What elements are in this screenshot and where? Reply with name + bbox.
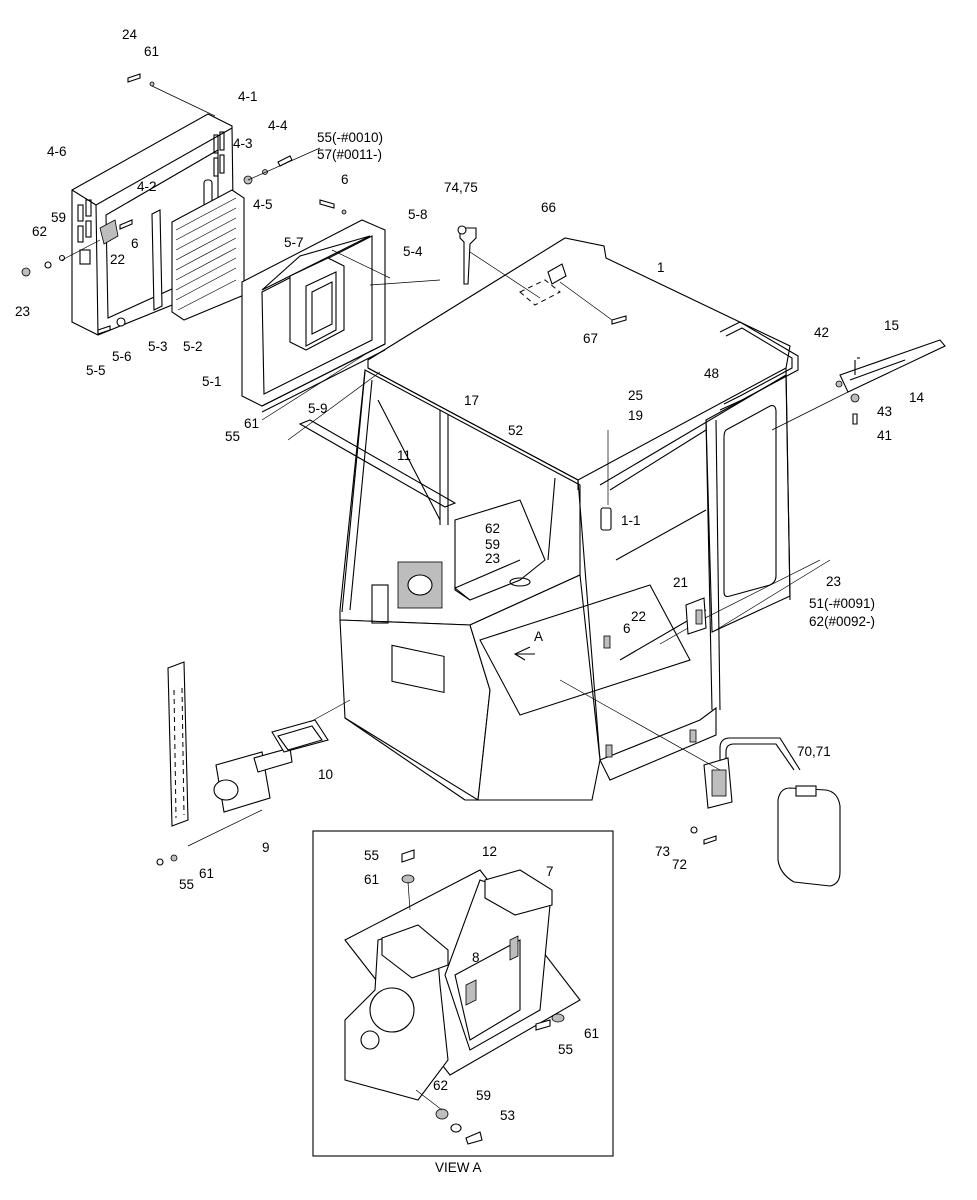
callout-22b: 22 bbox=[631, 609, 646, 624]
callout-42: 42 bbox=[814, 325, 829, 340]
callout-12: 12 bbox=[482, 844, 497, 859]
callout-9: 9 bbox=[262, 840, 270, 855]
door-window bbox=[723, 405, 777, 598]
leader-lines bbox=[61, 85, 849, 847]
callout-55b: 55 bbox=[179, 877, 194, 892]
callout-23: 23 bbox=[15, 304, 30, 319]
wiper-motor bbox=[213, 779, 239, 801]
callout-62-serial: 62(#0092-) bbox=[809, 614, 875, 629]
callout-6c: 6 bbox=[623, 621, 631, 636]
view-a-outline bbox=[479, 584, 691, 716]
callout-59c: 59 bbox=[476, 1088, 491, 1103]
wiper-rail bbox=[167, 661, 189, 827]
callout-7: 7 bbox=[546, 864, 554, 879]
callout-24: 24 bbox=[122, 27, 138, 42]
filter-cover-assembly bbox=[21, 73, 386, 413]
filter-bar bbox=[151, 209, 163, 311]
callout-73: 73 bbox=[655, 844, 670, 859]
callout-52: 52 bbox=[508, 423, 523, 438]
callout-5-4: 5-4 bbox=[403, 244, 423, 259]
callout-62: 62 bbox=[32, 224, 47, 239]
callout-21: 21 bbox=[673, 575, 688, 590]
cab-door bbox=[705, 375, 791, 633]
callout-4-6: 4-6 bbox=[47, 144, 67, 159]
view-a-title: VIEW A bbox=[435, 1160, 482, 1175]
callout-70-71: 70,71 bbox=[797, 744, 831, 759]
view-a-bracket bbox=[344, 849, 581, 1145]
callout-1: 1 bbox=[657, 260, 665, 275]
callout-5-3: 5-3 bbox=[148, 339, 168, 354]
callout-62d: 62 bbox=[433, 1078, 448, 1093]
callout-51-serial: 51(-#0091) bbox=[809, 596, 875, 611]
mirror bbox=[777, 787, 841, 887]
callout-62b: 62 bbox=[485, 521, 500, 536]
callout-61c: 61 bbox=[199, 866, 214, 881]
callout-6b: 6 bbox=[341, 172, 349, 187]
callout-4-3: 4-3 bbox=[233, 136, 253, 151]
cab-lower-front bbox=[339, 619, 491, 801]
callout-4-4: 4-4 bbox=[268, 118, 288, 133]
callout-55d: 55 bbox=[558, 1042, 573, 1057]
callout-4-2: 4-2 bbox=[137, 179, 157, 194]
callout-59: 59 bbox=[51, 210, 66, 225]
callout-57-serial: 57(#0011-) bbox=[317, 147, 382, 162]
callout-5-5: 5-5 bbox=[86, 363, 106, 378]
callout-59b: 59 bbox=[485, 537, 500, 552]
callout-55: 55 bbox=[225, 429, 240, 444]
callout-48: 48 bbox=[704, 366, 719, 381]
callout-61b: 61 bbox=[244, 416, 259, 431]
callout-5-6: 5-6 bbox=[112, 349, 132, 364]
callout-55c: 55 bbox=[364, 848, 379, 863]
callout-14: 14 bbox=[909, 390, 925, 405]
view-a-box bbox=[312, 830, 614, 1157]
callout-25: 25 bbox=[628, 388, 643, 403]
callout-labels: 24 61 4-1 4-4 4-3 4-6 4-2 59 62 6 22 23 … bbox=[15, 27, 925, 1175]
callout-5-2: 5-2 bbox=[183, 339, 203, 354]
callout-53: 53 bbox=[500, 1108, 515, 1123]
callout-66: 66 bbox=[541, 200, 556, 215]
callout-22: 22 bbox=[110, 252, 125, 267]
callout-74-75: 74,75 bbox=[444, 180, 478, 195]
cab-roof bbox=[367, 237, 791, 481]
callout-1-1: 1-1 bbox=[621, 513, 641, 528]
filter-duct bbox=[289, 257, 345, 351]
callout-6: 6 bbox=[131, 236, 139, 251]
mirror-assembly bbox=[690, 737, 841, 887]
callout-72: 72 bbox=[672, 857, 687, 872]
callout-41: 41 bbox=[877, 428, 892, 443]
callout-view-a-marker: A bbox=[534, 629, 543, 644]
callout-10: 10 bbox=[318, 767, 333, 782]
wiper-assembly bbox=[156, 661, 329, 866]
lamp-part bbox=[457, 225, 627, 325]
callout-61: 61 bbox=[144, 44, 159, 59]
callout-17: 17 bbox=[464, 393, 479, 408]
callout-43: 43 bbox=[877, 404, 892, 419]
callout-23c: 23 bbox=[826, 574, 841, 589]
callout-23b: 23 bbox=[485, 551, 500, 566]
callout-61e: 61 bbox=[584, 1026, 599, 1041]
callout-11: 11 bbox=[397, 448, 411, 463]
cab-body bbox=[298, 237, 799, 801]
callout-5-7: 5-7 bbox=[284, 235, 304, 250]
callout-8: 8 bbox=[472, 950, 480, 965]
callout-61d: 61 bbox=[364, 872, 379, 887]
cross-beam bbox=[298, 419, 457, 508]
callout-4-1: 4-1 bbox=[238, 89, 258, 104]
handle-bar bbox=[839, 339, 946, 393]
callout-19: 19 bbox=[628, 408, 643, 423]
callout-67: 67 bbox=[583, 331, 598, 346]
callout-5-9: 5-9 bbox=[308, 401, 328, 416]
callout-15: 15 bbox=[884, 318, 899, 333]
callout-5-8: 5-8 bbox=[408, 207, 428, 222]
handle-assembly bbox=[835, 339, 946, 425]
callout-55-serial: 55(-#0010) bbox=[317, 130, 383, 145]
callout-5-1: 5-1 bbox=[202, 374, 222, 389]
callout-4-5: 4-5 bbox=[253, 197, 273, 212]
